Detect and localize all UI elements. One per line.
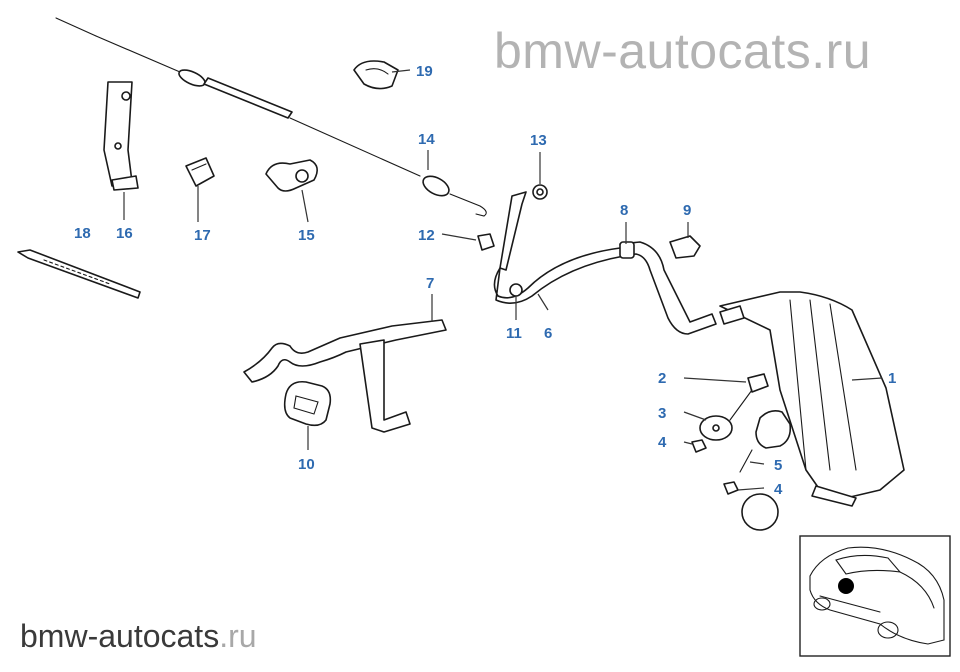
rivet-part[interactable]	[532, 184, 548, 200]
callout-9: 9	[683, 202, 691, 219]
car-location-icon	[809, 546, 945, 645]
cable-holder-part[interactable]	[265, 159, 318, 192]
nut-part-upper[interactable]	[691, 439, 707, 453]
watermark-bottom-tld: .ru	[219, 618, 257, 654]
callout-18: 18	[74, 225, 91, 242]
callout-7: 7	[426, 275, 434, 292]
callout-14: 14	[418, 131, 435, 148]
callout-4-lower: 4	[774, 481, 783, 498]
pad-part[interactable]	[283, 380, 332, 427]
stop-switch-part[interactable]	[739, 410, 792, 473]
callout-10: 10	[298, 456, 315, 473]
watermark-bottom-main: bmw-autocats	[20, 618, 220, 654]
cable-tie-part[interactable]	[17, 249, 141, 299]
pedal-lever-part[interactable]	[243, 319, 447, 433]
lever-rod-part[interactable]	[493, 191, 717, 335]
nut-part-lower[interactable]	[723, 481, 739, 495]
callout-5: 5	[774, 457, 782, 474]
clamp-part[interactable]	[353, 60, 399, 90]
callout-6: 6	[544, 325, 552, 342]
callout-15: 15	[298, 227, 315, 244]
bracket-part[interactable]	[103, 81, 139, 191]
bolt-part[interactable]	[729, 373, 769, 421]
callout-2: 2	[658, 370, 666, 387]
spring-clip-part[interactable]	[669, 235, 701, 259]
clip-part[interactable]	[185, 157, 215, 187]
callout-12: 12	[418, 227, 435, 244]
accelerator-cable-part[interactable]	[55, 17, 487, 217]
leader-lines	[123, 69, 883, 491]
watermark-bottom: bmw-autocats.ru	[20, 618, 257, 655]
callout-1: 1	[888, 370, 896, 387]
callout-4-upper: 4	[658, 434, 667, 451]
watermark-top: bmw-autocats.ru	[494, 23, 872, 79]
callout-16: 16	[116, 225, 133, 242]
accelerator-pedal-part[interactable]	[719, 291, 905, 507]
callout-11: 11	[506, 325, 522, 342]
car-location-inset	[799, 535, 951, 657]
callout-3: 3	[658, 405, 666, 422]
callout-17: 17	[194, 227, 211, 244]
cap-part[interactable]	[741, 493, 779, 531]
washer-part[interactable]	[699, 415, 733, 441]
bushing-part[interactable]	[477, 233, 495, 251]
callout-8: 8	[620, 202, 628, 219]
callout-19: 19	[416, 63, 433, 80]
callout-13: 13	[530, 132, 547, 149]
